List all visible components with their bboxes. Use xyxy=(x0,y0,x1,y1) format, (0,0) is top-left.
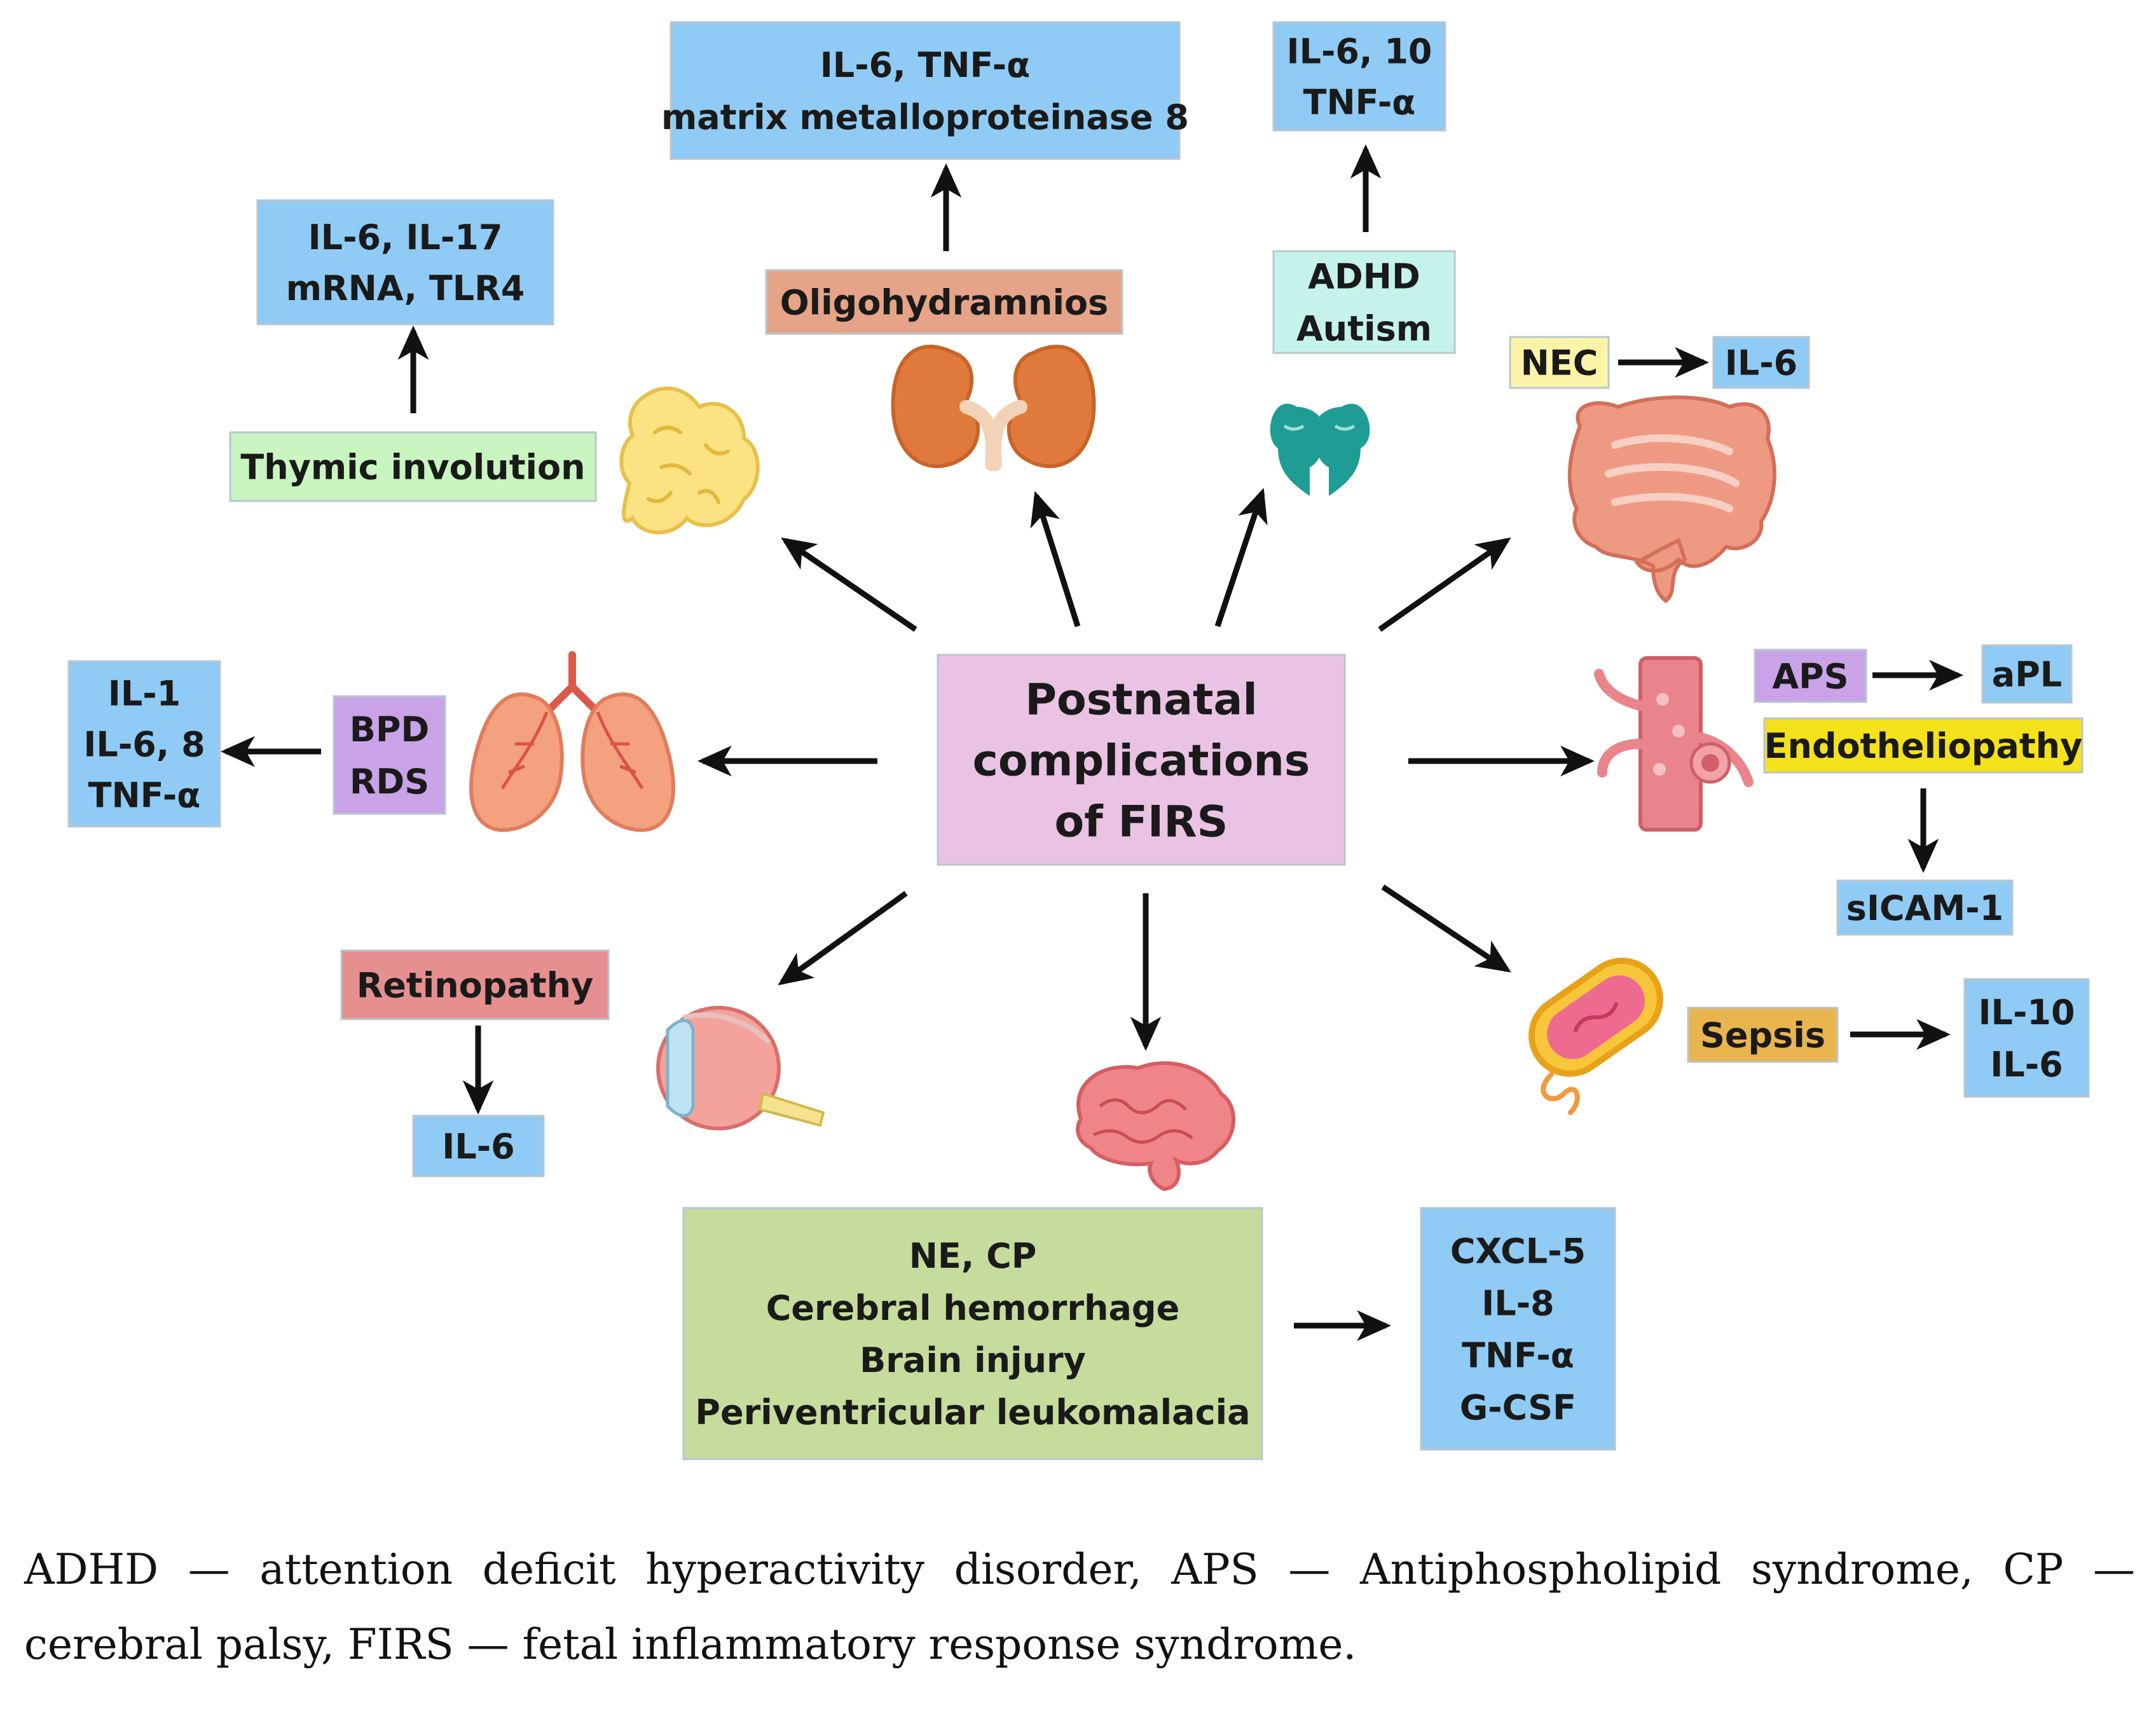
box-background xyxy=(1981,644,2073,704)
box-background xyxy=(682,1207,1263,1460)
box-lung-markers: IL-1IL-6, 8 TNF-α xyxy=(67,660,221,828)
box-background xyxy=(1763,717,2084,774)
box-background xyxy=(333,695,446,815)
arrows xyxy=(220,144,1964,1342)
brain-icon xyxy=(1076,1061,1235,1191)
box-text-line: TNF-α xyxy=(1303,82,1416,122)
box-background xyxy=(1754,649,1867,703)
box-aps: APS xyxy=(1754,649,1867,703)
box-background xyxy=(1963,978,2090,1098)
box-text-line: TNF-α xyxy=(1462,1335,1574,1375)
box-text-line: matrix metalloproteinase 8 xyxy=(661,97,1189,137)
eye-icon xyxy=(656,1006,825,1130)
box-text-line: IL-6, IL-17 xyxy=(308,217,503,257)
box-adhd: ADHD Autism xyxy=(1272,250,1456,354)
box-text-line: Endotheliopathy xyxy=(1764,726,2083,766)
box-bpd: BPD RDS xyxy=(333,695,446,815)
box-sepsis: Sepsis xyxy=(1687,1006,1839,1063)
intestine-icon xyxy=(1567,395,1776,603)
box-text-line: Autism xyxy=(1296,308,1432,348)
box-oligo-markers: IL-6, TNF-α matrix metalloproteinase 8 xyxy=(661,21,1189,160)
box-thymus-markers: IL-6, IL-17 mRNA, TLR4 xyxy=(256,199,554,326)
box-text-line: Periventricular leukomalacia xyxy=(695,1392,1250,1432)
box-text-line: of FIRS xyxy=(1054,797,1228,847)
bacterium-icon xyxy=(1528,957,1663,1115)
box-text-line: IL-1 xyxy=(108,673,181,713)
box-background xyxy=(1272,21,1446,132)
box-adhd-markers: IL-6, 10 TNF-α xyxy=(1272,21,1446,132)
brain-heads-icon xyxy=(1270,403,1370,496)
arrow-center-to-brain-heads xyxy=(1214,488,1268,628)
box-background xyxy=(765,269,1123,335)
box-background xyxy=(1687,1006,1839,1063)
box-nec: NEC xyxy=(1509,336,1610,389)
box-text-line: IL-6 xyxy=(1725,343,1798,383)
box-text-line: aPL xyxy=(1992,654,2062,694)
box-background xyxy=(340,949,610,1020)
box-text-line: Oligohydramnios xyxy=(780,282,1109,322)
box-text-line: IL-6 xyxy=(442,1127,515,1167)
box-text-line: sICAM-1 xyxy=(1846,888,2003,928)
box-text-line: NEC xyxy=(1521,343,1598,383)
box-text-line: ADHD xyxy=(1308,256,1420,296)
box-nec-marker: IL-6 xyxy=(1712,336,1810,389)
box-text-line: RDS xyxy=(350,762,429,802)
box-endotheliopathy: Endotheliopathy xyxy=(1763,717,2084,774)
box-text-line: complications xyxy=(973,736,1310,786)
firs-diagram: Postnatal complications of FIRS IL-6, IL-17… xyxy=(67,21,2090,1460)
box-background xyxy=(67,660,221,828)
box-background xyxy=(1836,879,2014,936)
arrow-center-to-intestine xyxy=(1378,537,1511,632)
box-background xyxy=(1272,250,1456,354)
box-text-line: IL-8 xyxy=(1481,1283,1555,1323)
thymus-icon xyxy=(619,386,760,535)
box-background xyxy=(1509,336,1610,389)
box-background xyxy=(1420,1207,1616,1451)
box-text-line: Sepsis xyxy=(1700,1015,1825,1055)
arrow-center-to-kidneys xyxy=(1030,491,1081,628)
arrow-center-to-bacterium xyxy=(1381,884,1511,973)
box-text-line: APS xyxy=(1772,656,1848,696)
box-text-line: BPD xyxy=(350,710,430,750)
arrow-center-to-eye xyxy=(778,891,908,985)
blood-vessel-icon xyxy=(1594,656,1754,832)
boxes: Postnatal complications of FIRS IL-6, IL-17… xyxy=(67,21,2090,1460)
box-background xyxy=(229,431,597,502)
box-text-line: Brain injury xyxy=(860,1340,1086,1380)
box-text-line: NE, CP xyxy=(909,1236,1037,1276)
lungs-icon xyxy=(469,651,675,832)
box-retinopathy: Retinopathy xyxy=(340,949,610,1020)
box-background xyxy=(669,21,1181,160)
arrow-center-to-thymus xyxy=(781,537,917,632)
box-text-line: G-CSF xyxy=(1460,1387,1576,1427)
box-oligohydramnios: Oligohydramnios xyxy=(765,269,1123,335)
box-thymic-involution: Thymic involution xyxy=(229,431,597,502)
box-background xyxy=(412,1115,545,1177)
box-background xyxy=(256,199,554,326)
box-apl: aPL xyxy=(1981,644,2073,704)
box-text-line: IL-10 xyxy=(1978,992,2075,1033)
box-background xyxy=(1712,336,1810,389)
box-center: Postnatal complications of FIRS xyxy=(937,654,1346,866)
box-sicam: sICAM-1 xyxy=(1836,879,2014,936)
box-retino-marker: IL-6 xyxy=(412,1115,545,1177)
box-text-line: IL-6, 10 xyxy=(1287,31,1432,71)
box-background xyxy=(937,654,1346,866)
box-text-line: IL-6 xyxy=(1990,1045,2063,1085)
box-text-line: IL-6, TNF-α xyxy=(820,45,1031,85)
box-text-line: Retinopathy xyxy=(357,965,594,1005)
box-text-line: Postnatal xyxy=(1025,675,1258,725)
box-text-line: mRNA, TLR4 xyxy=(286,268,525,308)
box-text-line: Thymic involution xyxy=(240,447,585,487)
box-text-line: Cerebral hemorrhage xyxy=(766,1288,1179,1328)
box-text-line: TNF-α xyxy=(88,775,201,815)
kidneys-icon xyxy=(891,345,1096,471)
box-text-line: CXCL-5 xyxy=(1450,1231,1586,1271)
box-text-line: IL-6, 8 xyxy=(83,724,205,764)
diagram-caption: ADHD — attention deficit hyperactivity d… xyxy=(24,1545,2135,1669)
